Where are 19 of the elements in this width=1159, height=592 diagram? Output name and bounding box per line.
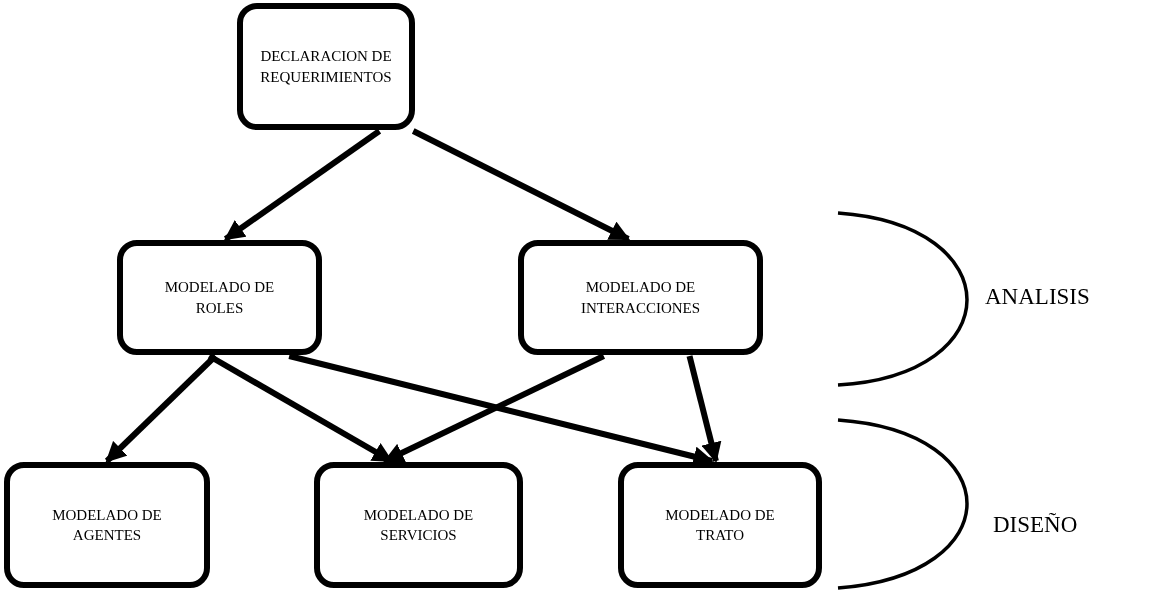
- arrow: [223, 128, 382, 242]
- phase-label: ANALISIS: [985, 284, 1090, 310]
- arrow: [686, 355, 722, 463]
- process-box: [618, 462, 822, 588]
- phase-label: DISEÑO: [993, 512, 1078, 538]
- process-box: [314, 462, 523, 588]
- node-label: MODELADO DE SERVICIOS: [362, 505, 475, 545]
- node-label: MODELADO DE INTERACCIONES: [579, 278, 702, 318]
- arrow: [104, 353, 218, 464]
- node-label: MODELADO DE ROLES: [163, 278, 276, 318]
- node-label: MODELADO DE TRATO: [664, 505, 776, 545]
- arrow: [383, 353, 606, 464]
- process-box: [518, 240, 763, 355]
- node-label: MODELADO DE AGENTES: [51, 505, 163, 545]
- node-label: DECLARACION DE REQUERIMIENTOS: [259, 47, 393, 87]
- process-box: [4, 462, 210, 588]
- process-box: [117, 240, 322, 355]
- process-box: [237, 3, 415, 130]
- arrow: [411, 128, 631, 242]
